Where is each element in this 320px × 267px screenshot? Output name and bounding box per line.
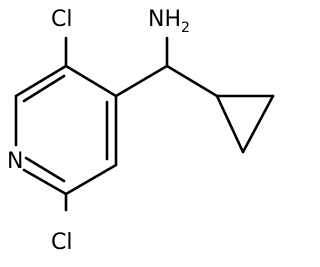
atom-labels: Cl Cl N NH2 — [7, 7, 190, 255]
bond-c5-c6-inner — [22, 74, 66, 103]
bond-cp-a — [215, 94, 245, 154]
atom-cl-top: Cl — [51, 7, 72, 32]
bond-n1-c2 — [22, 168, 68, 196]
bond-c5-c4 — [64, 64, 118, 98]
atom-nitrogen: N — [7, 149, 23, 174]
bond-cp-b — [241, 94, 275, 154]
bond-n1-c2-inner — [24, 156, 66, 183]
atom-amine-n: NH — [148, 7, 181, 32]
bond-c4-ch — [114, 64, 169, 98]
structure-diagram: Cl Cl N NH2 — [7, 7, 275, 255]
bond-c5-c6 — [14, 64, 68, 98]
atom-cl-bottom: Cl — [51, 230, 72, 255]
bond-ch-cyclopropyl — [165, 64, 219, 98]
atom-amine: NH2 — [148, 7, 190, 36]
bond-layer — [14, 36, 275, 212]
bond-c2-c3 — [64, 163, 118, 196]
atom-amine-subscript: 2 — [181, 20, 190, 36]
